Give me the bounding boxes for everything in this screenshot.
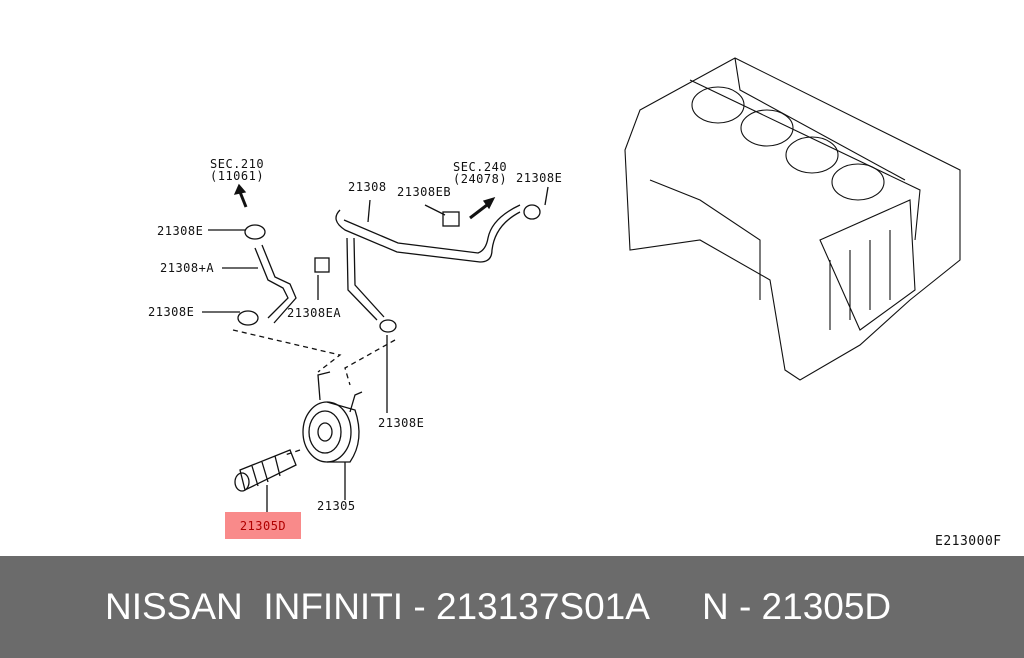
oil-cooler-21305 bbox=[302, 371, 363, 463]
highlighted-part-21305d[interactable]: 21305D bbox=[225, 512, 301, 539]
label-21308e-top-right[interactable]: 21308E bbox=[516, 171, 563, 185]
label-sec240-ref: (24078) bbox=[453, 172, 508, 186]
connector-21305d bbox=[234, 449, 297, 492]
footer-brand-part-number: NISSAN INFINITI - 213137S01A bbox=[105, 586, 650, 627]
arrow-up-left-icon bbox=[233, 183, 248, 208]
engine-block bbox=[624, 57, 961, 381]
label-21308ea[interactable]: 21308EA bbox=[287, 306, 342, 320]
footer-bar: NISSAN INFINITI - 213137S01A N - 21305D bbox=[0, 556, 1024, 658]
label-sec240: SEC.240 bbox=[453, 160, 508, 174]
dashed-lines bbox=[232, 329, 396, 456]
leader-lines bbox=[202, 186, 549, 517]
clamp-icons bbox=[237, 204, 541, 333]
hose-21308 bbox=[335, 204, 521, 321]
label-21305[interactable]: 21305 bbox=[317, 499, 356, 513]
label-sec210-ref: (11061) bbox=[210, 169, 265, 183]
label-21308e-lower[interactable]: 21308E bbox=[378, 416, 425, 430]
arrow-up-right-icon bbox=[469, 196, 496, 220]
parts-diagram bbox=[202, 57, 961, 517]
footer-part-code: N - 21305D bbox=[701, 586, 892, 627]
label-21308eb[interactable]: 21308EB bbox=[397, 185, 452, 199]
label-21308e-top-left[interactable]: 21308E bbox=[157, 224, 204, 238]
label-21308[interactable]: 21308 bbox=[348, 180, 387, 194]
label-21308e-bottom-left[interactable]: 21308E bbox=[148, 305, 195, 319]
label-sec210: SEC.210 bbox=[210, 157, 265, 171]
diagram-code: E213000F bbox=[935, 534, 1002, 549]
hose-21308-plus-a bbox=[254, 244, 297, 324]
label-21308-plus-a[interactable]: 21308+A bbox=[160, 261, 215, 275]
